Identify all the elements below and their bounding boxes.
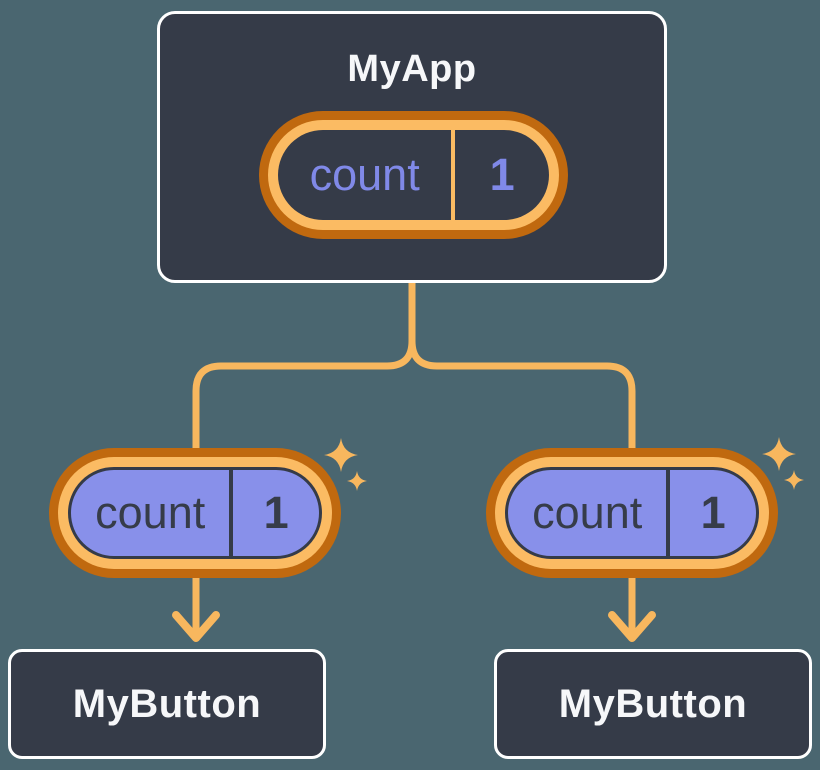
mybutton-title: MyButton xyxy=(72,681,262,726)
arrow-down-icon xyxy=(608,574,656,642)
pill-inner-ring: count 1 xyxy=(58,457,332,569)
sparkle-icon xyxy=(324,438,358,472)
tree-connector xyxy=(192,279,636,564)
pill-core: count 1 xyxy=(505,467,759,559)
mybutton-card-left: MyButton xyxy=(8,649,326,759)
state-value: 1 xyxy=(229,470,319,556)
state-name: count xyxy=(95,487,206,538)
right-child-state-pill: count 1 xyxy=(486,448,778,578)
pill-core: count 1 xyxy=(278,130,549,220)
state-value: 1 xyxy=(451,130,549,220)
state-name: count xyxy=(532,487,643,538)
pill-inner-ring: count 1 xyxy=(268,120,559,230)
mybutton-card-right: MyButton xyxy=(494,649,812,759)
state-name: count xyxy=(309,149,420,200)
state-value: 1 xyxy=(666,470,756,556)
mybutton-title: MyButton xyxy=(558,681,748,726)
arrow-down-icon xyxy=(172,574,220,642)
left-child-state-pill: count 1 xyxy=(49,448,341,578)
myapp-title: MyApp xyxy=(347,48,477,90)
sparkle-icon xyxy=(784,470,804,490)
pill-inner-ring: count 1 xyxy=(495,457,769,569)
sparkle-icon xyxy=(347,471,367,491)
sparkle-icon xyxy=(762,437,796,471)
root-state-pill: count 1 xyxy=(259,111,568,239)
pill-core: count 1 xyxy=(68,467,322,559)
